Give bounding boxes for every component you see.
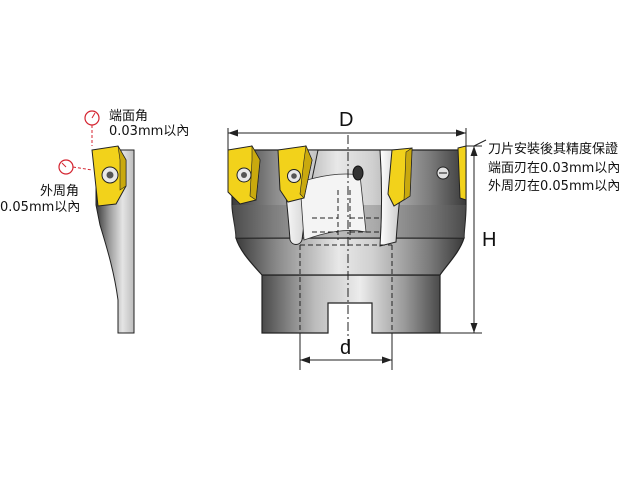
end-angle-label: 端面角 bbox=[109, 109, 149, 124]
insert-edge bbox=[457, 145, 467, 201]
cutter-main-view bbox=[227, 135, 467, 345]
cutter-shank bbox=[261, 274, 441, 334]
insert-left bbox=[227, 144, 261, 205]
dimension-H bbox=[440, 139, 487, 334]
peripheral-angle-tolerance: 0.05mm以內 bbox=[0, 200, 81, 215]
dimension-d-label: d bbox=[340, 337, 352, 359]
peripheral-angle-label: 外周角 bbox=[40, 184, 80, 199]
dimension-d bbox=[299, 338, 393, 370]
precision-note-title: 刀片安裝後其精度保證 bbox=[488, 142, 619, 157]
cutter-neck bbox=[235, 237, 465, 276]
insert-detail-view bbox=[58, 110, 135, 334]
end-angle-tolerance: 0.03mm以內 bbox=[109, 124, 190, 139]
precision-note-end-edge: 端面刃在0.03mm以內 bbox=[488, 161, 621, 176]
insert-right bbox=[387, 147, 413, 207]
dimension-D bbox=[227, 128, 467, 150]
insert-center bbox=[277, 144, 313, 203]
cutter-screw-hole bbox=[352, 165, 364, 181]
dimension-D-label: D bbox=[339, 109, 354, 131]
precision-note-peripheral-edge: 外周刃在0.05mm以內 bbox=[488, 179, 621, 194]
dimension-H-label: H bbox=[482, 229, 497, 251]
